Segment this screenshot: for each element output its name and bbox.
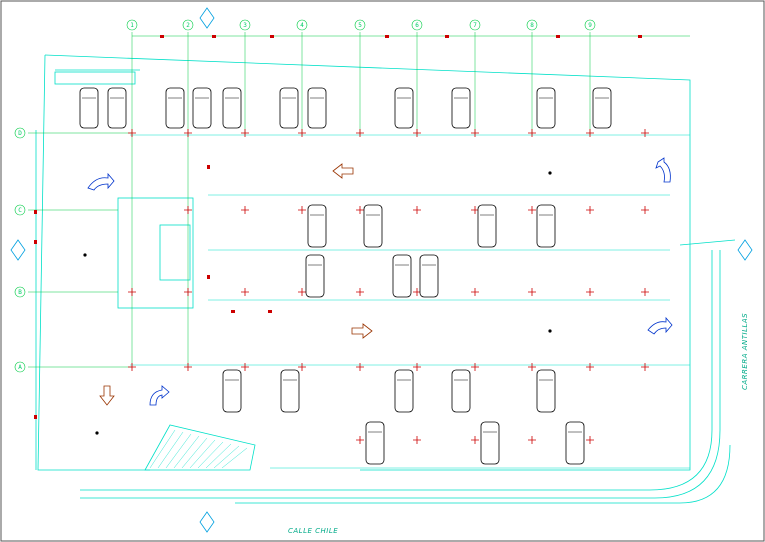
grid-row-bubbles bbox=[14, 127, 26, 373]
grid-row-label: B bbox=[18, 289, 22, 296]
arrow-down-icon bbox=[99, 385, 115, 406]
curved-arrow-icon bbox=[149, 385, 170, 406]
grid-col-label: 1 bbox=[130, 22, 134, 29]
curved-arrow-icon bbox=[655, 157, 671, 183]
grid-row-label: C bbox=[18, 207, 22, 214]
column-crosses bbox=[128, 129, 649, 444]
stair-hatch bbox=[149, 429, 248, 469]
grid-col-label: 7 bbox=[473, 22, 477, 29]
grid-col-label: 4 bbox=[300, 22, 304, 29]
grid-row-label: D bbox=[18, 130, 22, 137]
grid-col-label: 8 bbox=[530, 22, 534, 29]
building-outline bbox=[35, 54, 736, 504]
curved-arrow-icon bbox=[647, 316, 673, 335]
grid-col-label: 6 bbox=[415, 22, 419, 29]
level-markers bbox=[83, 171, 552, 435]
grid-row-label: A bbox=[18, 364, 22, 371]
arrow-right-icon bbox=[351, 323, 373, 339]
grid-column-bubbles bbox=[126, 19, 596, 31]
street-label-right: CARRERA ANTILLAS bbox=[741, 313, 749, 390]
grid-col-label: 2 bbox=[186, 22, 190, 29]
grid-row-labels: D C B A bbox=[18, 130, 22, 371]
car-windshields bbox=[82, 97, 609, 433]
traffic-arrows bbox=[87, 157, 673, 406]
grid-col-label: 3 bbox=[243, 22, 247, 29]
grid-col-label: 9 bbox=[588, 22, 592, 29]
parking-bays bbox=[130, 134, 690, 469]
grid-col-label: 5 bbox=[358, 22, 362, 29]
grid-column-labels: 1 2 3 4 5 6 7 8 9 bbox=[130, 22, 592, 29]
curved-arrow-icon bbox=[87, 172, 115, 191]
structural-grid bbox=[28, 32, 690, 368]
arrow-left-icon bbox=[332, 163, 354, 179]
street-label-bottom: CALLE CHILE bbox=[288, 527, 338, 535]
section-markers bbox=[10, 7, 753, 533]
